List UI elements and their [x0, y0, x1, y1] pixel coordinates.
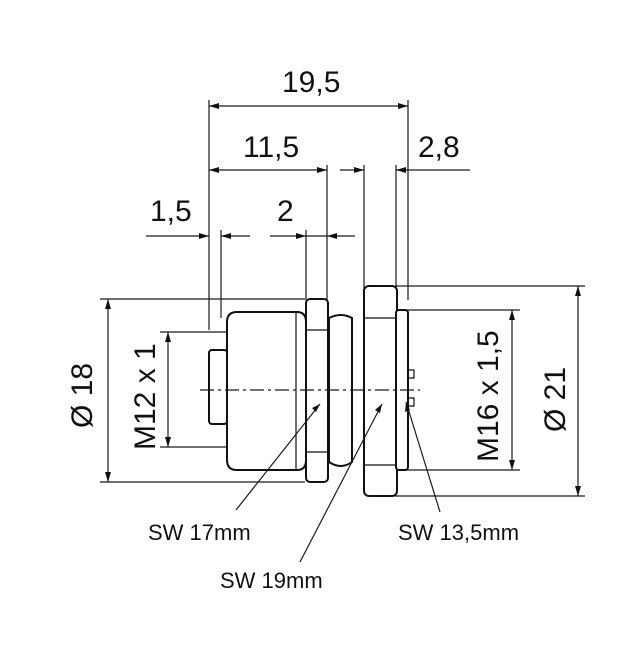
overall-length-label: 19,5: [282, 66, 340, 99]
rear-length-label: 2,8: [418, 131, 460, 164]
connector-body: [200, 285, 420, 497]
dimension-19-5: 19,5: [209, 66, 408, 109]
wrench-19-label: SW 19mm: [220, 568, 323, 593]
dimension-thread-m12: M12 x 1: [129, 331, 226, 450]
diameter-left-label: Ø 18: [66, 363, 99, 428]
thread-right-label: M16 x 1,5: [472, 330, 505, 462]
leader-sw13-5: SW 13,5mm: [398, 401, 519, 545]
front-length-label: 11,5: [243, 131, 299, 164]
diameter-right-label: Ø 21: [539, 367, 572, 432]
leader-sw19: SW 19mm: [220, 403, 383, 593]
wrench-17-label: SW 17mm: [148, 520, 251, 545]
dimension-2-8: 2,8: [340, 131, 470, 173]
thread-offset-label: 2: [277, 195, 294, 228]
wrench-13-5-label: SW 13,5mm: [398, 520, 519, 545]
dimension-thread-m16: M16 x 1,5: [400, 309, 520, 471]
extension-lines: [208, 100, 409, 330]
dimension-diameter-21: Ø 21: [395, 285, 585, 497]
dimension-1-5: 1,5: [146, 195, 250, 239]
pin-offset-label: 1,5: [150, 195, 192, 228]
dimension-diameter-18: Ø 18: [66, 298, 305, 483]
dimension-11-5: 11,5: [209, 131, 327, 173]
thread-left-label: M12 x 1: [129, 343, 162, 450]
dimension-2: 2: [270, 195, 355, 239]
leader-sw17: SW 17mm: [148, 403, 321, 545]
